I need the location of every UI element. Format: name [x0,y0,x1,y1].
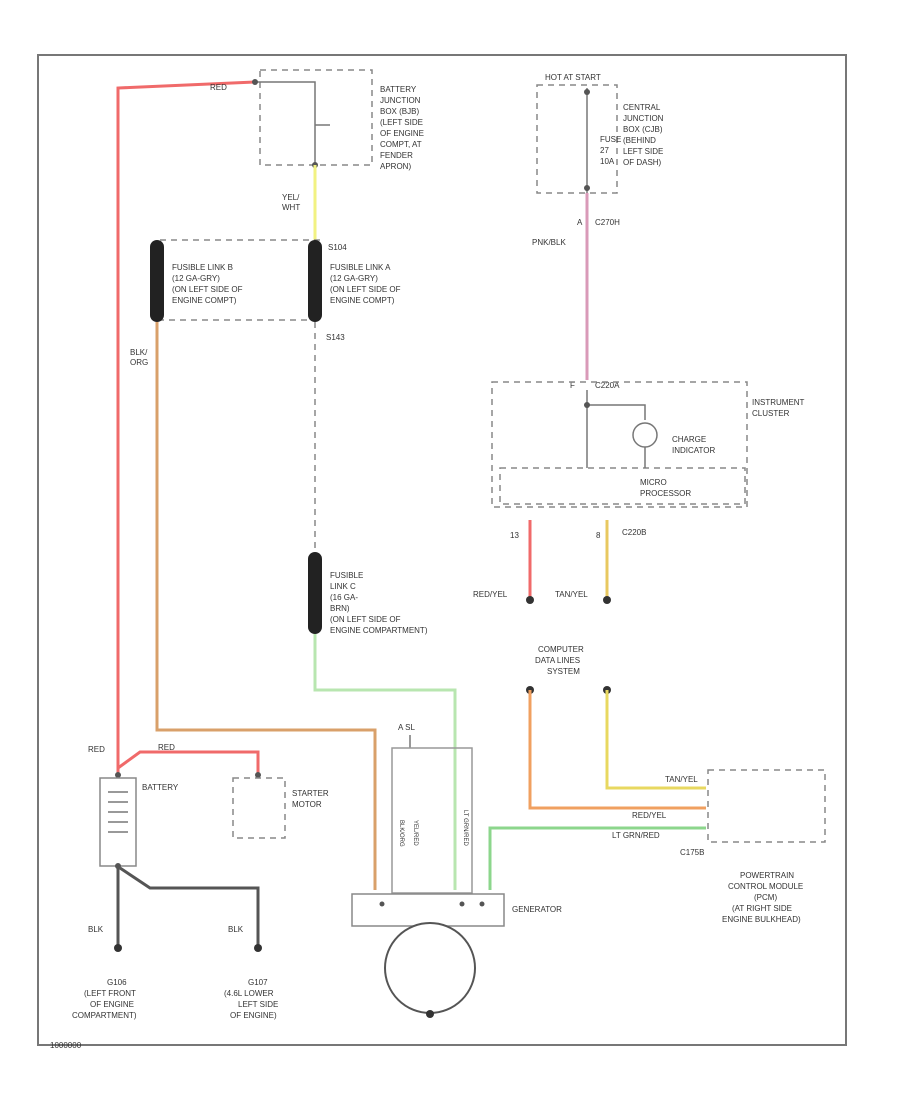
red-starter-wire [117,750,260,775]
wire-label-red-yel: RED/YEL [473,590,508,599]
pcm-label: POWERTRAIN CONTROL MODULE (PCM) (AT RIGH… [722,871,806,924]
central-junction-box [536,84,618,194]
lt-grn-red-wire-pcm [488,826,706,890]
fusible-link-b [150,240,164,322]
fusible-link-a-label: FUSIBLE LINK A (12 GA-GRY) (ON LEFT SIDE… [330,263,403,305]
wire-label-pnk-blk: PNK/BLK [532,238,566,247]
cjb-label: CENTRAL JUNCTION BOX (CJB) (BEHIND LEFT … [623,103,666,167]
connector-c270h: C270H [595,218,620,227]
starter-motor [232,777,286,839]
charge-indicator-label: CHARGE INDICATOR [672,435,715,455]
fusible-link-c [308,552,322,634]
diagram-id: 1000000 [50,1041,82,1050]
blk-ground-wire-g107 [119,866,260,945]
generator-connector-housing [391,747,473,894]
diagram-frame [37,54,847,1046]
svg-text:LT GRN/RED: LT GRN/RED [462,810,468,846]
g107-label: G107 (4.6L LOWER LEFT SIDE OF ENGINE) [224,978,281,1020]
red-yel-wire-pcm [528,690,706,810]
wire-label-red-mid: RED [158,743,175,752]
battery-junction-box [259,69,373,166]
bjb-label: BATTERY JUNCTION BOX (BJB) (LEFT SIDE OF… [380,85,426,171]
wire-label-blk-org: BLK/ ORG [130,348,150,367]
connector-c220b: C220B [622,528,646,537]
fusible-link-a [308,240,322,322]
splice-s143: S143 [326,333,345,342]
wire-label-blk-2: BLK [228,925,244,934]
powertrain-control-module [707,769,826,843]
generator-terminal-block [351,893,505,927]
a-sl-label: A SL [398,723,415,732]
svg-text:YEL/RED: YEL/RED [412,820,418,846]
instrument-cluster-label: INSTRUMENT CLUSTER [752,398,807,418]
charge-indicator-lamp [632,422,658,448]
wire-label-tan-yel: TAN/YEL [555,590,588,599]
red-battery-wire [116,80,256,775]
splice-s104: S104 [328,243,347,252]
generator-label: GENERATOR [512,905,562,914]
wire-label-red-top: RED [210,83,227,92]
wire-label-yel-wht: YEL/ WHT [282,193,302,212]
computer-data-lines-label: COMPUTER DATA LINES SYSTEM [535,645,586,676]
pin-8: 8 [596,531,601,540]
connector-c220a: C220A [595,381,620,390]
micro-processor [499,467,746,505]
fuse-27-label: FUSE 27 10A [600,135,624,166]
blk-org-wire [155,322,377,890]
instrument-cluster [491,381,748,508]
brn-wire-to-generator [313,634,457,890]
micro-processor-label: MICRO PROCESSOR [640,478,691,498]
generator [384,922,476,1014]
g106-label: G106 (LEFT FRONT OF ENGINE COMPARTMENT) [72,978,138,1020]
wire-label-lt-grn-red: LT GRN/RED [612,831,660,840]
connector-c175b: C175B [680,848,704,857]
wire-label-tan-yel-pcm: TAN/YEL [665,775,698,784]
battery-label: BATTERY [142,783,179,792]
wire-label-red-batt: RED [88,745,105,754]
pin-f: F [570,381,575,390]
fusible-link-b-label: FUSIBLE LINK B (12 GA-GRY) (ON LEFT SIDE… [172,263,245,305]
svg-text:BLK/ORG: BLK/ORG [398,820,404,847]
hot-at-start-label: HOT AT START [545,73,601,82]
pin-13: 13 [510,531,519,540]
tan-yel-wire-pcm [605,690,706,790]
wire-label-red-yel-pcm: RED/YEL [632,811,667,820]
starter-motor-label: STARTER MOTOR [292,789,331,809]
fusible-link-c-label: FUSIBLE LINK C (16 GA- BRN) (ON LEFT SID… [330,571,428,635]
pin-a: A [577,218,583,227]
wire-label-blk-1: BLK [88,925,104,934]
